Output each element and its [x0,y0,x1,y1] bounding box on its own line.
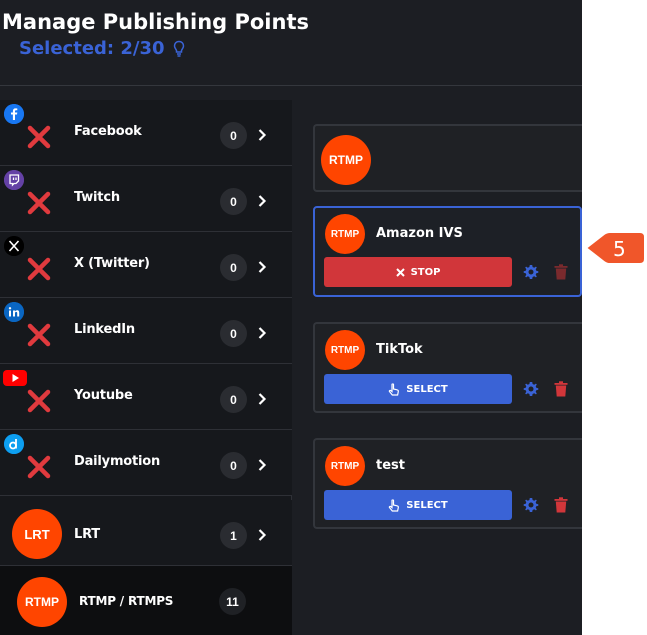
sidebar-item-rtmp[interactable]: RTMP RTMP / RTMPS 11 [0,566,292,635]
disconnected-x-icon [27,191,51,215]
disconnected-x-icon [27,257,51,281]
sidebar-item-x-twitter[interactable]: X (Twitter) 0 [0,232,292,298]
facebook-icon [4,104,24,124]
sidebar-item-label: RTMP / RTMPS [79,594,174,608]
sidebar-item-linkedin[interactable]: LinkedIn 0 [0,298,292,364]
select-button-label: SELECT [406,383,448,395]
lightbulb-icon[interactable] [173,40,185,58]
disconnected-x-icon [27,389,51,413]
destination-name: test [376,458,405,473]
step-callout: 5 [584,228,647,268]
destination-card-amazon-ivs[interactable]: RTMP Amazon IVS STOP [313,206,582,297]
count-badge: 0 [220,386,247,413]
trash-icon[interactable] [554,497,568,513]
rtmp-logo: RTMP [17,577,67,627]
stop-button[interactable]: STOP [324,257,512,287]
select-button-label: SELECT [406,499,448,511]
add-rtmp-card[interactable]: RTMP [313,124,582,192]
dailymotion-icon [4,434,24,454]
chevron-right-icon [258,393,267,405]
lrt-logo: LRT [12,509,62,559]
sidebar-item-dailymotion[interactable]: Dailymotion 0 [0,430,292,496]
gear-icon[interactable] [523,264,539,280]
hand-pointer-icon [389,382,400,396]
count-badge: 0 [220,452,247,479]
chevron-right-icon [258,195,267,207]
callout-arrow-icon [584,231,646,265]
gear-icon[interactable] [523,381,539,397]
count-badge: 0 [220,254,247,281]
select-button[interactable]: SELECT [324,490,512,520]
panel-header: Manage Publishing Points Selected: 2/30 [0,0,582,86]
sidebar-item-label: X (Twitter) [74,256,150,271]
disconnected-x-icon [27,323,51,347]
page-title: Manage Publishing Points [2,10,309,34]
linkedin-icon [4,302,24,322]
destination-card-tiktok[interactable]: RTMP TikTok SELECT [313,322,582,413]
count-badge: 11 [219,588,246,615]
sidebar-item-label: LRT [74,527,100,542]
sidebar-item-twitch[interactable]: Twitch 0 [0,166,292,232]
chevron-right-icon [258,129,267,141]
platform-sidebar: Facebook 0 Twitch 0 X (Twitter) 0 [0,100,292,635]
sidebar-item-lrt[interactable]: LRT LRT 1 [0,500,292,566]
stop-button-label: STOP [410,266,441,278]
youtube-icon [3,368,27,388]
destination-name: Amazon IVS [376,226,463,241]
rtmp-logo: RTMP [325,330,365,370]
count-badge: 0 [220,320,247,347]
count-badge: 0 [220,122,247,149]
chevron-right-icon [258,529,267,541]
callout-number: 5 [613,237,626,261]
sidebar-item-label: Facebook [74,124,142,139]
selected-count-text: Selected: 2/30 [19,38,165,59]
trash-icon[interactable] [554,381,568,397]
sidebar-item-label: Dailymotion [74,454,161,469]
sidebar-item-label: LinkedIn [74,322,135,337]
sidebar-item-youtube[interactable]: Youtube 0 [0,364,292,430]
rtmp-logo: RTMP [325,214,365,254]
sidebar-item-label: Twitch [74,190,120,205]
destination-name: TikTok [376,342,423,357]
twitch-icon [4,170,24,190]
count-badge: 1 [220,522,247,549]
gear-icon[interactable] [523,497,539,513]
destination-card-test[interactable]: RTMP test SELECT [313,438,582,529]
hand-pointer-icon [389,498,400,512]
count-badge: 0 [220,188,247,215]
chevron-right-icon [258,459,267,471]
selected-counter: Selected: 2/30 [19,38,185,59]
close-icon [395,267,405,277]
trash-icon[interactable] [554,264,568,280]
sidebar-item-facebook[interactable]: Facebook 0 [0,100,292,166]
sidebar-item-label: Youtube [74,388,133,403]
disconnected-x-icon [27,455,51,479]
x-twitter-icon [4,236,24,256]
chevron-right-icon [258,261,267,273]
rtmp-logo: RTMP [321,135,371,185]
select-button[interactable]: SELECT [324,374,512,404]
publishing-points-panel: Manage Publishing Points Selected: 2/30 … [0,0,582,635]
chevron-right-icon [258,327,267,339]
disconnected-x-icon [27,125,51,149]
rtmp-logo: RTMP [325,446,365,486]
